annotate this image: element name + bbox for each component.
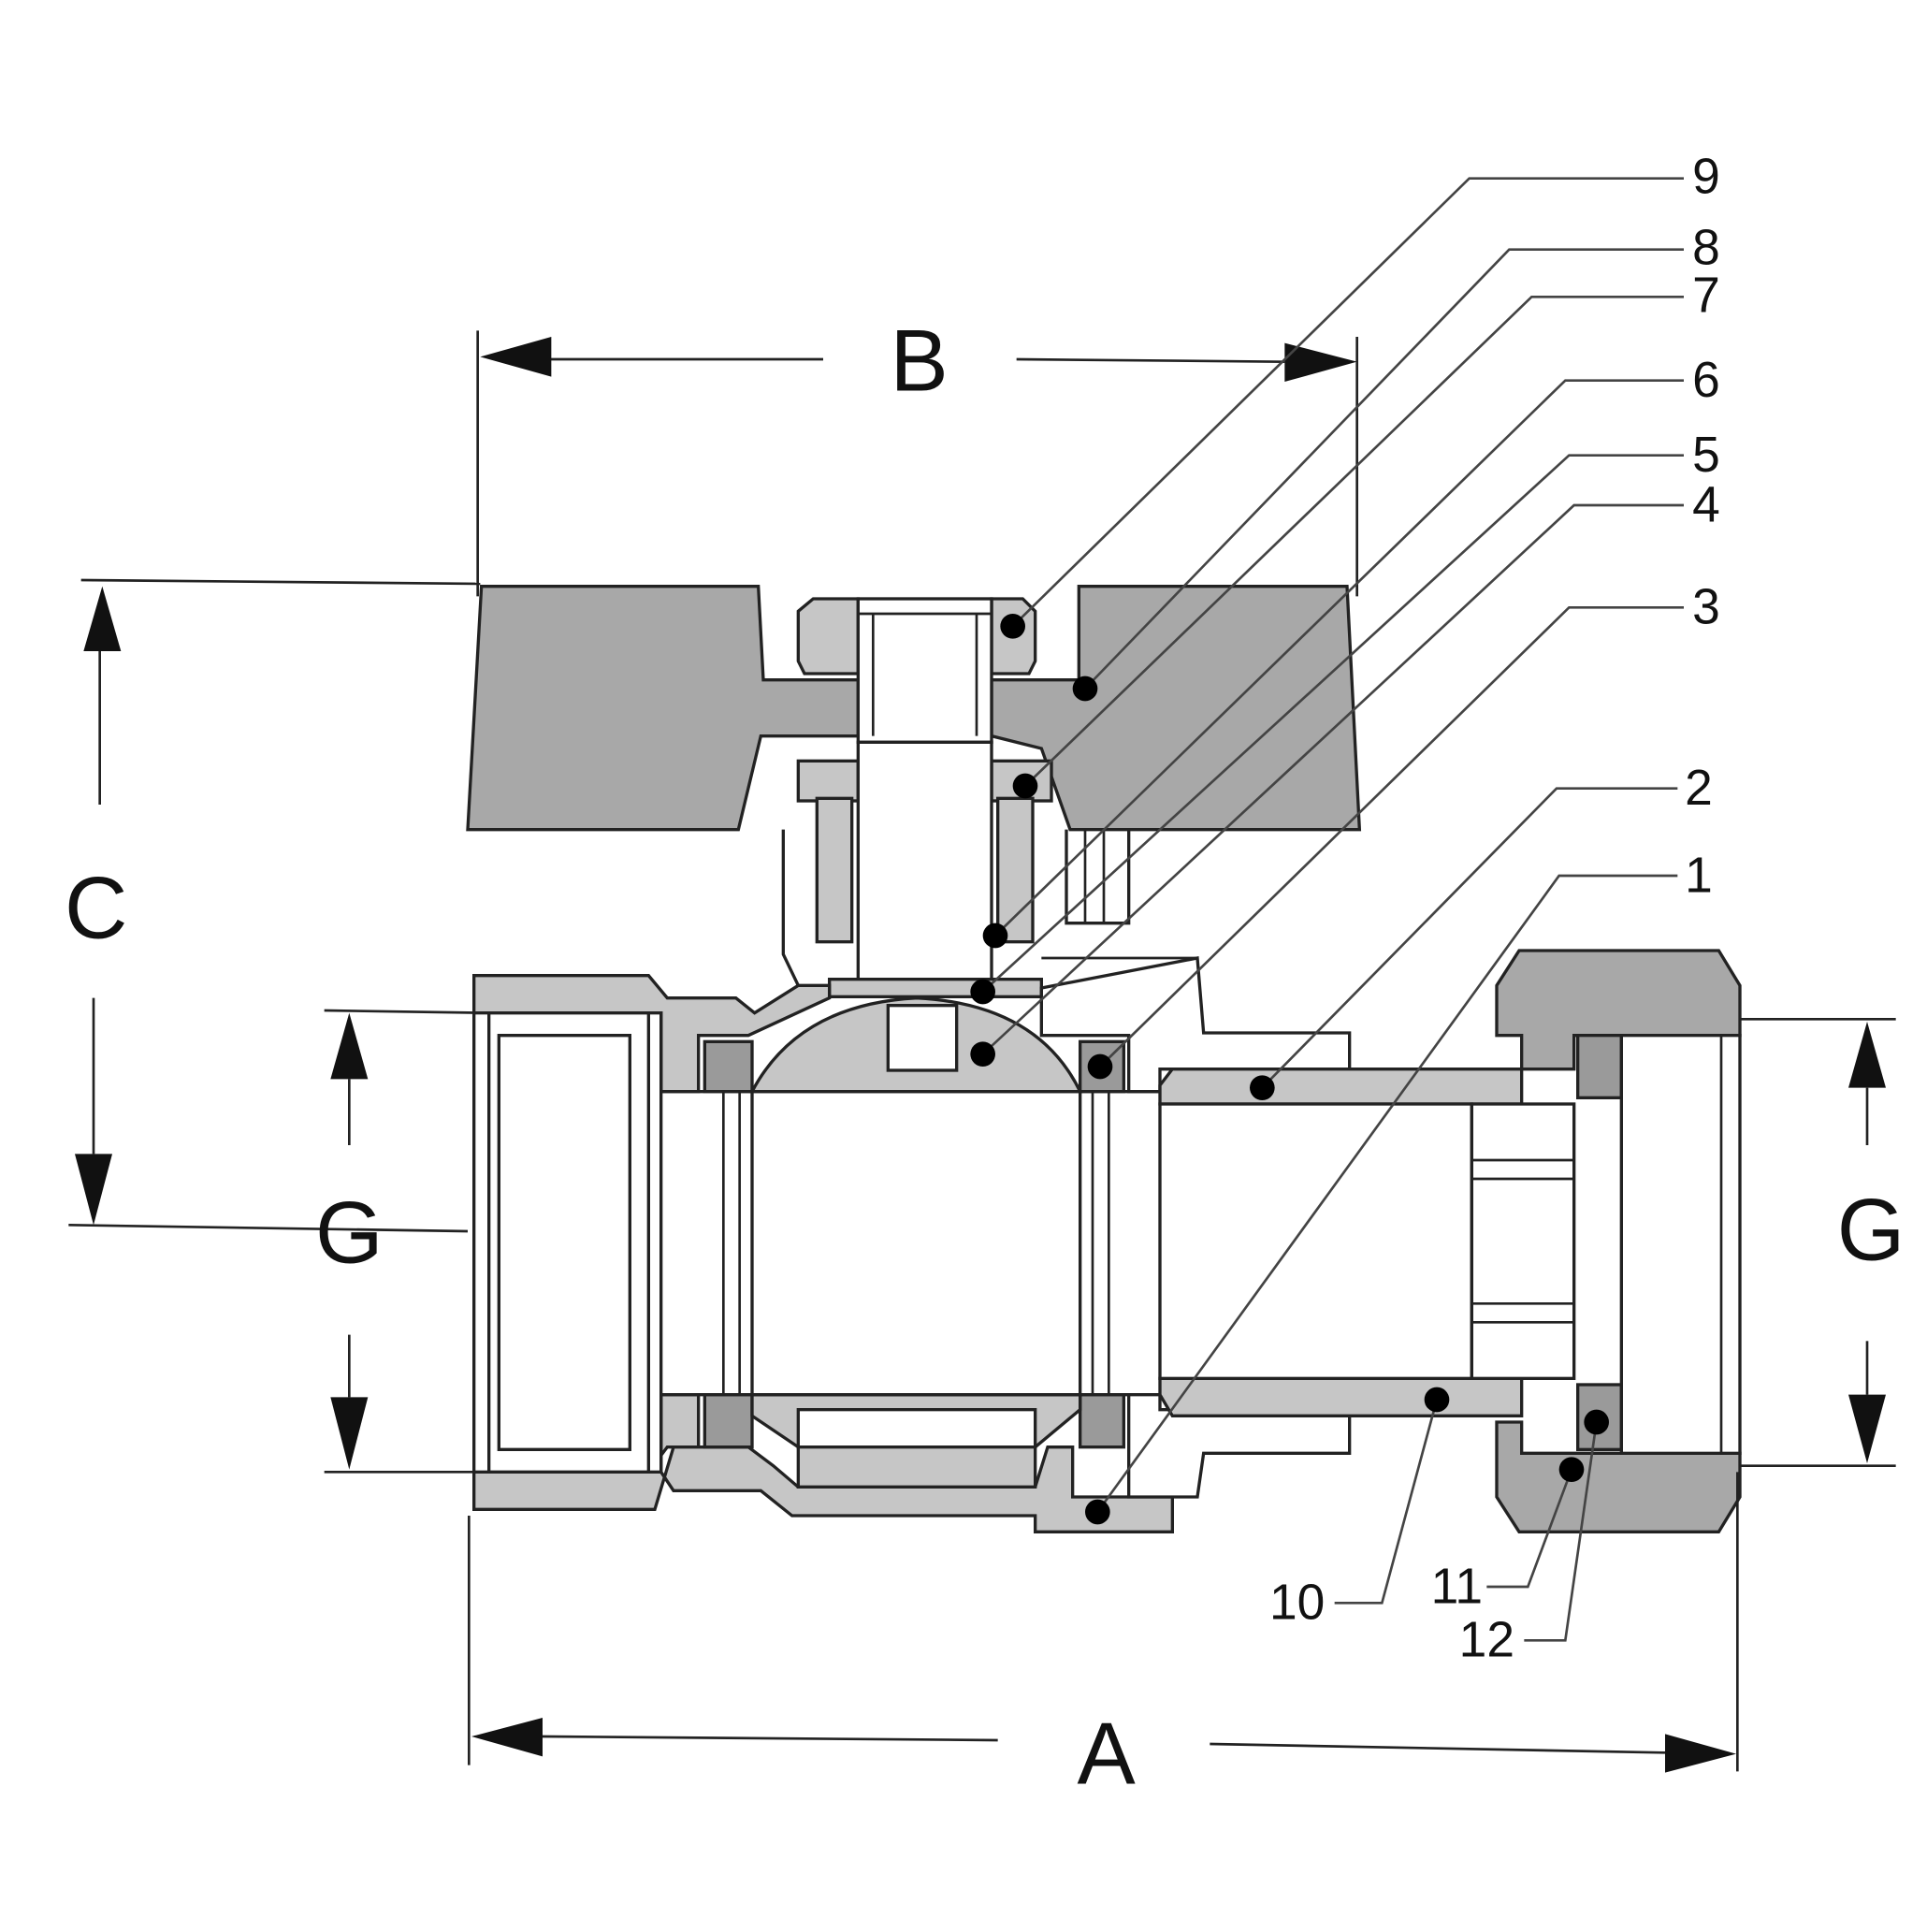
callout-leaders (981, 177, 1684, 1642)
dimension-label-A: A (1078, 1706, 1137, 1803)
leader-2 (1261, 787, 1678, 1089)
callout-label-2: 2 (1685, 761, 1713, 816)
ball-bottom-slot (796, 1407, 1037, 1449)
handle-nut-left (796, 597, 860, 675)
arrowhead-G-right-bottom (1848, 1394, 1886, 1463)
dimension-arrowheads (75, 337, 1886, 1773)
callout-label-1: 1 (1685, 848, 1713, 903)
arrowhead-C-bottom (75, 1154, 112, 1226)
leader-10 (1334, 1399, 1439, 1605)
leader-3 (1099, 606, 1684, 1068)
leader-4 (981, 503, 1684, 1055)
callout-label-6: 6 (1692, 353, 1720, 408)
stem-packing-right (996, 796, 1035, 944)
callout-label-8: 8 (1692, 221, 1720, 276)
gland-left (796, 759, 860, 803)
callout-labels: 9 8 7 6 5 4 3 2 1 10 11 12 (1269, 150, 1720, 1668)
leader-1 (1096, 874, 1678, 1513)
callout-label-10: 10 (1269, 1576, 1325, 1631)
leader-12 (1524, 1421, 1598, 1642)
marker-3 (1087, 1053, 1113, 1080)
dimension-label-C: C (65, 860, 127, 957)
stem-oring (828, 978, 1043, 998)
marker-4 (970, 1041, 995, 1067)
tailpiece-top (1158, 1068, 1524, 1106)
left-seat-top (703, 1039, 754, 1094)
arrowhead-B-right (1284, 342, 1357, 382)
arrowhead-A-right (1665, 1734, 1736, 1773)
callout-label-3: 3 (1692, 580, 1720, 635)
arrowhead-G-left-top (330, 1012, 369, 1080)
left-socket-thread (487, 1011, 650, 1474)
callout-label-12: 12 (1459, 1613, 1514, 1668)
stem-packing-left (815, 796, 854, 944)
union-assembly (1158, 949, 1742, 1533)
marker-11 (1558, 1457, 1585, 1482)
marker-7 (1012, 773, 1038, 799)
arrowhead-G-right-top (1848, 1022, 1886, 1088)
body-right-top (1039, 956, 1352, 1094)
left-seat-bottom (703, 1392, 754, 1449)
callout-label-9: 9 (1692, 150, 1720, 205)
leader-7 (1024, 296, 1684, 787)
dimension-lines (68, 330, 1896, 1772)
dimension-label-G-left: G (315, 1184, 384, 1281)
bonnet-outline (781, 829, 1131, 987)
callout-label-5: 5 (1692, 428, 1720, 483)
marker-8 (1072, 675, 1098, 702)
marker-6 (982, 922, 1008, 949)
leader-8 (1084, 248, 1684, 690)
leader-11 (1486, 1469, 1573, 1589)
tailpiece-bore (1158, 1102, 1473, 1380)
leader-6 (994, 379, 1684, 937)
stem-shaft (856, 740, 993, 981)
dimension-labels: B C G G A (65, 312, 1905, 1802)
arrowhead-B-left (480, 337, 552, 377)
tailpiece-bottom (1158, 1376, 1524, 1417)
ball-bore (750, 1089, 1082, 1397)
callout-markers (970, 614, 1609, 1525)
marker-2 (1250, 1075, 1275, 1100)
handle-right-wing (990, 585, 1362, 832)
right-seat-bottom (1079, 1392, 1125, 1449)
butterfly-handle (466, 585, 1362, 832)
callout-label-4: 4 (1692, 477, 1720, 532)
marker-9 (1000, 614, 1025, 639)
callout-label-7: 7 (1692, 268, 1720, 323)
stem-top (856, 597, 993, 744)
union-gasket-top (1576, 1034, 1623, 1099)
leader-5 (981, 454, 1684, 993)
callout-label-11: 11 (1431, 1559, 1483, 1614)
dimension-label-B: B (891, 312, 949, 409)
leader-9 (1011, 177, 1684, 628)
valve-body (471, 956, 1352, 1533)
ball-slot (886, 1004, 959, 1072)
marker-5 (970, 979, 995, 1005)
tailpiece-end (1470, 1102, 1576, 1380)
dimension-label-G-right: G (1837, 1182, 1905, 1279)
marker-12 (1584, 1409, 1609, 1435)
marker-1 (1085, 1499, 1110, 1525)
arrowhead-A-left (471, 1718, 543, 1757)
arrowhead-G-left-bottom (330, 1397, 369, 1470)
arrowhead-C-top (83, 586, 122, 651)
handle-nut (796, 597, 1037, 744)
marker-10 (1424, 1387, 1450, 1413)
